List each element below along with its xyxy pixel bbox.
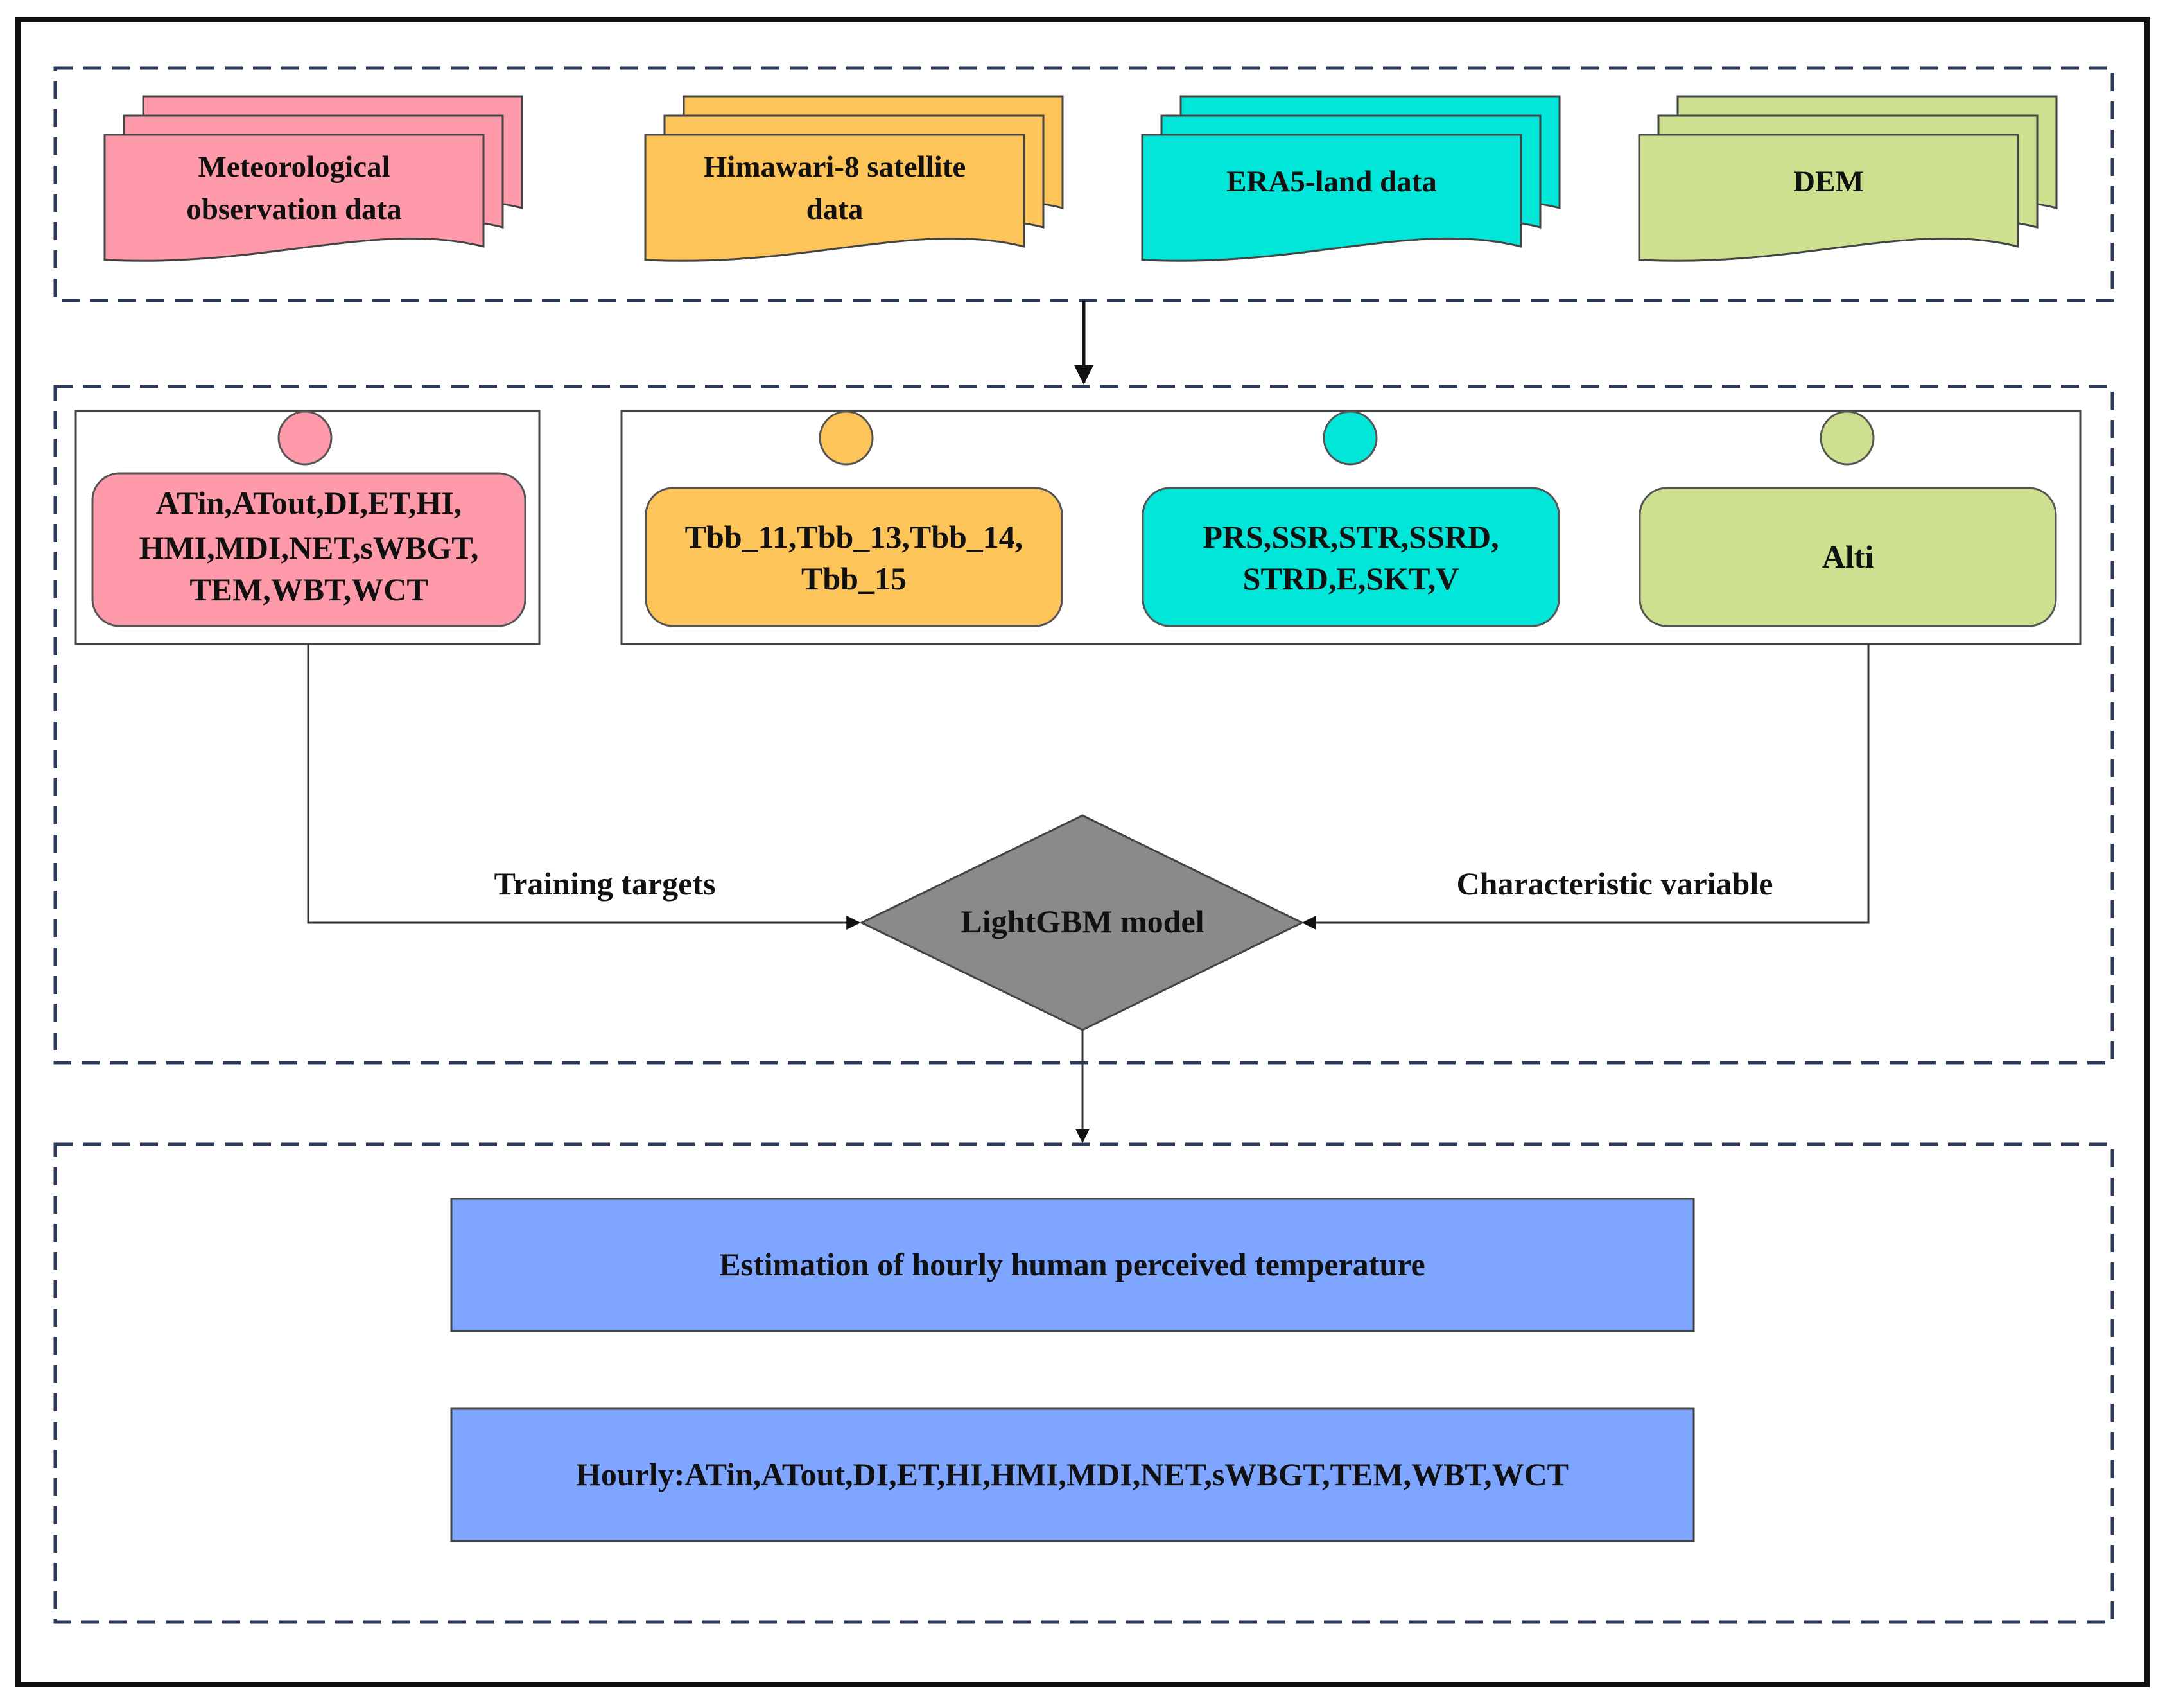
- source-label-met-2: observation data: [186, 193, 402, 226]
- training-targets-label: Training targets: [494, 866, 716, 902]
- hourly-indices-label: Hourly:ATin,ATout,DI,ET,HI,HMI,MDI,NET,s…: [576, 1456, 1569, 1492]
- reanalysis-vars-box: [1142, 487, 1560, 627]
- targets-box: [91, 472, 526, 627]
- characteristic-variable-connector: [1301, 644, 1870, 930]
- characteristic-variable-label: Characteristic variable: [1457, 866, 1773, 902]
- output-group: [53, 1142, 2114, 1624]
- outer-frame: [15, 17, 2150, 1687]
- data-source-documents: Meteorological observation data Himawari-8…: [103, 95, 2058, 262]
- dem-vars-box: [1639, 487, 2057, 627]
- source-label-him-2: data: [806, 193, 864, 226]
- estimation-box: [450, 1198, 1695, 1332]
- targets-line-2: HMI,MDI,NET,sWBGT,: [139, 530, 479, 566]
- reanalysis-circle-icon: [1323, 410, 1378, 466]
- source-page-dem-0: [1638, 134, 2019, 262]
- targets-line-3: TEM,WBT,WCT: [189, 571, 428, 607]
- source-page-him-0: [644, 134, 1025, 262]
- training-targets-connector: [307, 644, 861, 930]
- source-label-era-1: ERA5-land data: [1226, 165, 1437, 198]
- modeling-group: [53, 385, 2114, 1065]
- source-document-era: ERA5-land data: [1141, 95, 1561, 262]
- targets-circle-icon: [277, 410, 333, 466]
- source-page-met-0: [103, 134, 485, 262]
- lightgbm-model-label: LightGBM model: [961, 903, 1204, 939]
- hourly-indices-box: [450, 1407, 1695, 1542]
- source-label-met-1: Meteorological: [198, 150, 390, 184]
- satellite-vars-line-1: Tbb_11,Tbb_13,Tbb_14,: [685, 519, 1023, 555]
- targets-line-1: ATin,ATout,DI,ET,HI,: [156, 485, 462, 521]
- dem-circle-icon: [1820, 410, 1875, 466]
- source-label-him-1: Himawari-8 satellite: [704, 150, 966, 184]
- reanalysis-vars-line-2: STRD,E,SKT,V: [1243, 561, 1459, 597]
- reanalysis-vars-line-1: PRS,SSR,STR,SSRD,: [1203, 519, 1499, 555]
- source-document-met: Meteorological observation data: [103, 95, 523, 262]
- source-page-era-0: [1141, 134, 1522, 262]
- dem-vars-line-1: Alti: [1822, 539, 1874, 575]
- satellite-circle-icon: [819, 410, 874, 466]
- satellite-vars-box: [645, 487, 1063, 627]
- source-label-dem-1: DEM: [1793, 165, 1864, 198]
- source-document-dem: DEM: [1638, 95, 2058, 262]
- satellite-vars-line-2: Tbb_15: [801, 561, 907, 597]
- estimation-label: Estimation of hourly human perceived tem…: [719, 1246, 1425, 1282]
- source-document-him: Himawari-8 satellite data: [644, 95, 1064, 262]
